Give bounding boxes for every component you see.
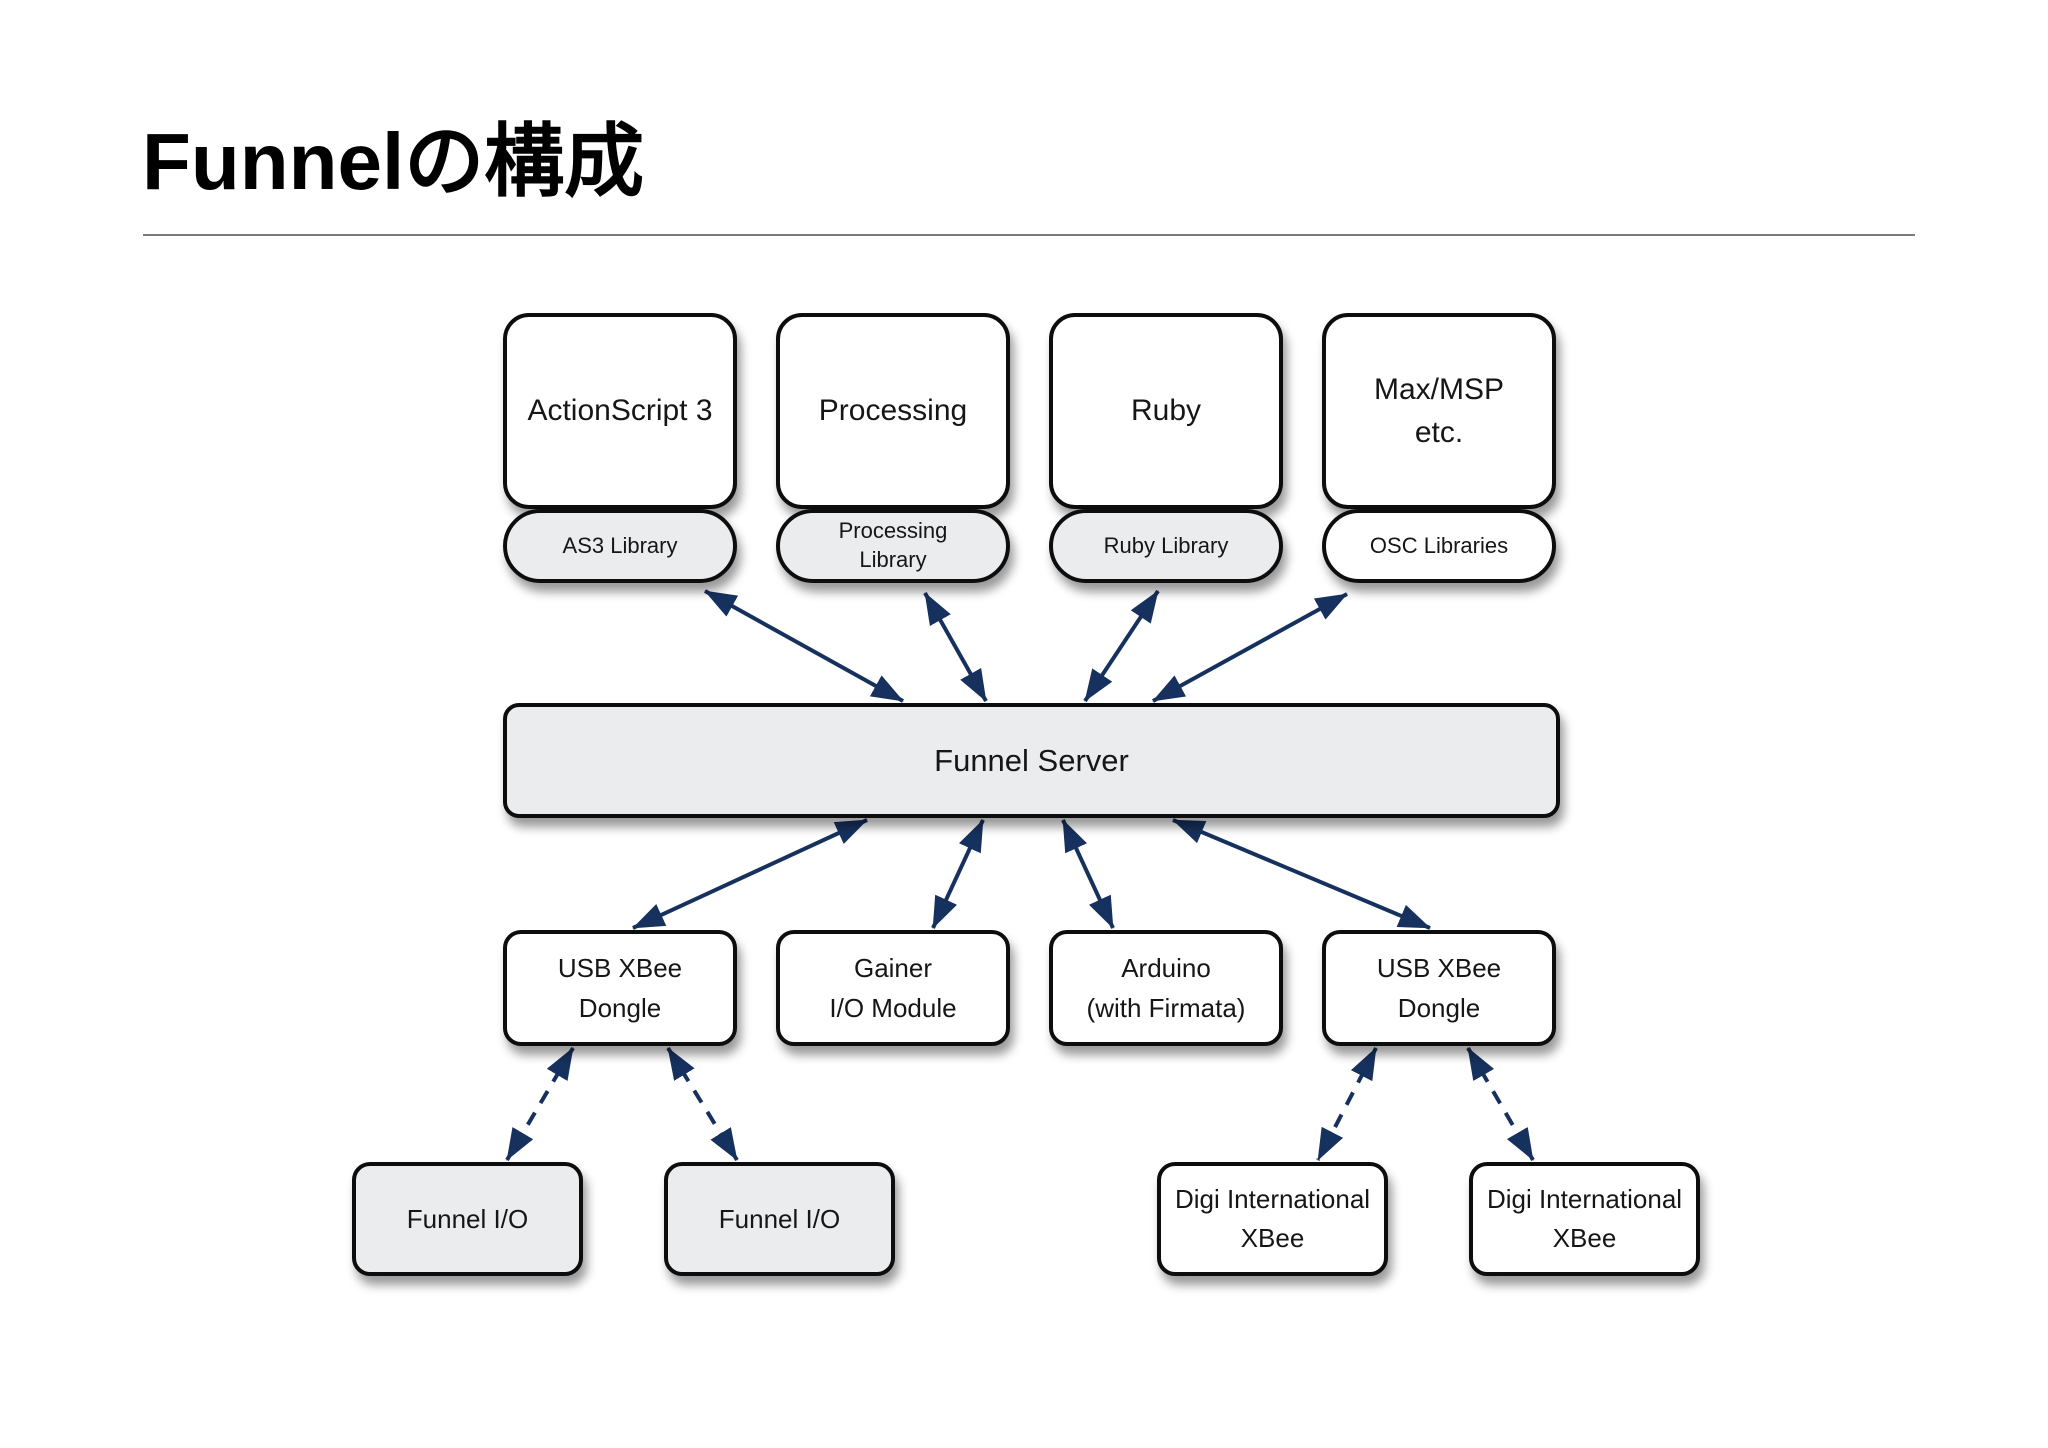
device-box-usb-xbee-dongle-right: USB XBee Dongle: [1322, 930, 1556, 1046]
arrow-funnel-server-gainer: [931, 819, 985, 929]
language-label-line1: Max/MSP: [1373, 372, 1505, 406]
library-pill-as3: AS3 Library: [503, 509, 737, 583]
page-title: Funnelの構成: [142, 117, 645, 206]
funnel-server-label: Funnel Server: [934, 742, 1129, 778]
device-label-line2: (with Firmata): [1086, 993, 1246, 1023]
language-label: Processing: [818, 394, 968, 428]
arrow-dongle-left-funnel-io-2: [666, 1046, 739, 1162]
funnel-server-box: Funnel Server: [503, 703, 1560, 818]
endpoint-label: Funnel I/O: [406, 1203, 529, 1234]
title-underline: [143, 234, 1915, 236]
endpoint-label-line2: XBee: [1552, 1223, 1617, 1253]
library-label-line2: Library: [859, 547, 927, 572]
endpoint-box-digi-xbee-2: Digi International XBee: [1469, 1162, 1700, 1276]
endpoint-label: Funnel I/O: [718, 1203, 841, 1234]
library-pill-ruby: Ruby Library: [1049, 509, 1283, 583]
endpoint-label-line1: Digi International: [1174, 1184, 1371, 1214]
library-label: OSC Libraries: [1369, 532, 1509, 558]
endpoint-box-digi-xbee-1: Digi International XBee: [1157, 1162, 1388, 1276]
device-box-gainer: Gainer I/O Module: [776, 930, 1010, 1046]
device-box-usb-xbee-dongle-left: USB XBee Dongle: [503, 930, 737, 1046]
library-pill-processing: Processing Library: [776, 509, 1010, 583]
arrow-funnel-server-arduino: [1061, 819, 1115, 929]
library-label-line1: Processing: [838, 518, 948, 544]
endpoint-box-funnel-io-2: Funnel I/O: [664, 1162, 895, 1276]
arrow-processing-funnel-server: [923, 592, 988, 702]
device-box-arduino: Arduino (with Firmata): [1049, 930, 1283, 1046]
language-box-maxmsp: Max/MSP etc.: [1322, 313, 1556, 509]
endpoint-label-line2: XBee: [1240, 1223, 1305, 1253]
endpoint-box-funnel-io-1: Funnel I/O: [352, 1162, 583, 1276]
language-label: ActionScript 3: [527, 394, 713, 428]
library-pill-osc: OSC Libraries: [1322, 509, 1556, 583]
arrow-osc-funnel-server: [1152, 592, 1348, 703]
library-label: AS3 Library: [562, 532, 678, 558]
arrow-dongle-right-digi-xbee-1: [1316, 1047, 1378, 1161]
device-label-line1: Arduino: [1121, 952, 1211, 983]
library-label: Ruby Library: [1103, 532, 1229, 558]
device-label-line1: USB XBee: [557, 952, 683, 983]
language-box-processing: Processing: [776, 313, 1010, 509]
endpoint-label-line1: Digi International: [1486, 1184, 1683, 1214]
arrow-dongle-left-funnel-io-1: [505, 1046, 575, 1162]
language-label: Ruby: [1130, 394, 1202, 428]
language-box-ruby: Ruby: [1049, 313, 1283, 509]
device-label-line2: Dongle: [578, 993, 662, 1023]
language-box-actionscript3: ActionScript 3: [503, 313, 737, 509]
arrow-as3-funnel-server: [704, 589, 904, 703]
device-label-line2: I/O Module: [829, 993, 957, 1023]
arrow-dongle-right-digi-xbee-2: [1466, 1046, 1535, 1162]
arrow-ruby-funnel-server: [1083, 589, 1160, 703]
device-label-line1: USB XBee: [1376, 952, 1502, 983]
arrow-funnel-server-usb-dongle-left: [632, 818, 868, 930]
language-label-line2: etc.: [1414, 416, 1464, 449]
arrow-funnel-server-usb-dongle-right: [1172, 818, 1431, 930]
device-label-line1: Gainer: [853, 952, 933, 983]
device-label-line2: Dongle: [1397, 993, 1481, 1023]
